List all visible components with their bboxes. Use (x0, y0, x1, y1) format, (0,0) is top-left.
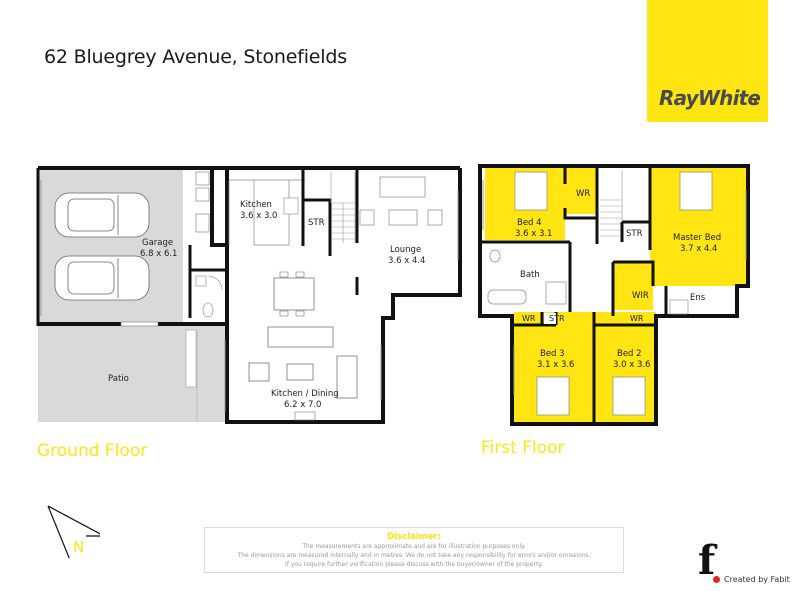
disclaimer-line-1: The measurements are approximate and are… (302, 543, 526, 550)
room-label-bed4: Bed 4 (517, 218, 542, 228)
raywhite-logo: RayWhite (647, 0, 768, 122)
room-label-wr-bed2: WR (630, 314, 644, 323)
first-floor-plan: WR Bed 4 3.6 x 3.1 STR Master Bed 3.7 x … (478, 164, 750, 426)
room-label-kitchen-dining: Kitchen / Dining (271, 389, 339, 399)
room-label-kitchen: Kitchen (240, 200, 272, 210)
car-icon-2 (54, 255, 150, 301)
room-size-bed4: 3.6 x 3.1 (515, 229, 552, 239)
room-label-bath: Bath (520, 270, 540, 280)
room-label-garage: Garage (142, 238, 173, 248)
room-size-kitchen-dining: 6.2 x 7.0 (284, 400, 321, 410)
car-icon-1 (54, 192, 150, 238)
stairs (330, 172, 356, 243)
logo-text: RayWhite (659, 86, 761, 110)
room-size-master-bed: 3.7 x 4.4 (680, 244, 717, 254)
room-label-wr-bed4: WR (576, 189, 590, 199)
fabit-red-dot (713, 576, 720, 583)
disclaimer-line-2: The dimensions are measured internally a… (237, 552, 591, 559)
disclaimer-box: Disclaimer: The measurements are approxi… (204, 527, 624, 573)
disclaimer-line-3: If you require further verification plea… (285, 561, 543, 568)
room-label-master-bed: Master Bed (673, 233, 721, 243)
property-address: 62 Bluegrey Avenue, Stonefields (44, 46, 347, 68)
created-by-text: Created by Fabit (724, 575, 790, 584)
room-label-lounge: Lounge (390, 245, 421, 255)
dining-table (273, 277, 315, 311)
patio-floor (38, 326, 226, 422)
logo-registered-mark (754, 100, 757, 103)
fabit-logo-icon: f (698, 537, 716, 584)
north-arrow-icon (47, 505, 100, 558)
compass-north-label: N (73, 538, 85, 556)
fabit-credit: f Created by Fabit (696, 537, 796, 585)
room-label-bed2: Bed 2 (617, 349, 642, 359)
room-label-str: STR (308, 218, 325, 228)
disclaimer-title: Disclaimer: (387, 532, 441, 542)
room-label-str-lower: STR (549, 314, 565, 323)
room-label-patio: Patio (108, 374, 129, 384)
room-label-ens: Ens (690, 293, 706, 303)
ground-floor-plan: Garage 6.8 x 6.1 Kitchen 3.6 x 3.0 STR (36, 166, 462, 424)
room-size-bed2: 3.0 x 3.6 (613, 360, 650, 370)
room-label-wir: WIR (632, 291, 649, 301)
room-size-garage: 6.8 x 6.1 (140, 249, 177, 259)
room-label-str-upper: STR (626, 229, 643, 239)
room-label-bed3: Bed 3 (540, 349, 565, 359)
room-label-wr-bed3: WR (522, 314, 536, 323)
ground-floor-label: Ground Floor (37, 441, 148, 461)
room-size-bed3: 3.1 x 3.6 (537, 360, 574, 370)
room-size-lounge: 3.6 x 4.4 (388, 256, 425, 266)
first-floor-label: First Floor (481, 438, 565, 458)
room-size-kitchen: 3.6 x 3.0 (240, 211, 277, 221)
